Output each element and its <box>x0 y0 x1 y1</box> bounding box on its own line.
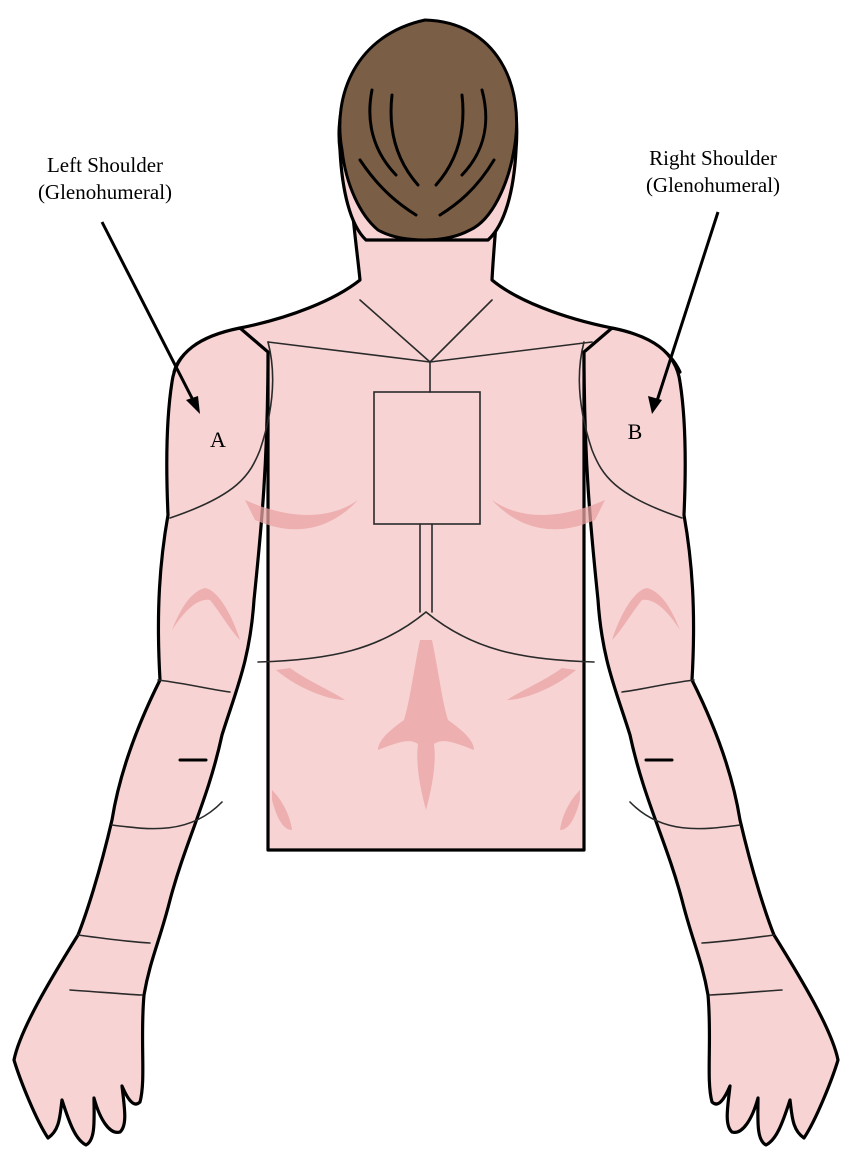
left-shoulder-arrow-shaft <box>102 222 196 406</box>
left-arm-outline <box>14 328 268 1145</box>
right-arm-outline <box>584 328 838 1145</box>
right-shoulder-label-line2: (Glenohumeral) <box>646 173 780 197</box>
left-shoulder-label-line2: (Glenohumeral) <box>38 180 172 204</box>
right-shoulder-callout: Right Shoulder (Glenohumeral) B <box>628 146 780 444</box>
right-shoulder-arrow-shaft <box>656 212 718 404</box>
right-shoulder-label-line1: Right Shoulder <box>649 146 777 170</box>
marker-b: B <box>628 419 643 444</box>
left-shoulder-callout: Left Shoulder (Glenohumeral) A <box>38 153 226 452</box>
left-shoulder-label-line1: Left Shoulder <box>47 153 163 177</box>
hair-shape <box>340 20 517 240</box>
hair <box>340 20 517 240</box>
marker-a: A <box>210 427 226 452</box>
